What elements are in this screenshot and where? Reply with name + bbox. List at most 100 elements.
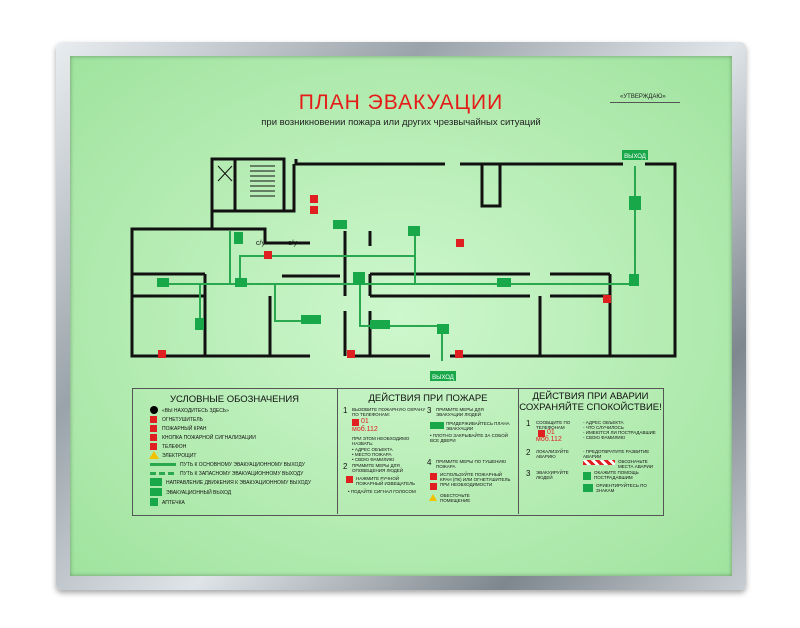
fire-step-1b: ПРИ ЭТОМ НЕОБХОДИМО НАЗВАТЬ: <box>352 436 410 446</box>
stair-block <box>210 157 286 213</box>
exit-sign-bottom-label: ВЫХОД <box>432 375 454 381</box>
fire-step-2a: НАЖМИТЕ РУЧНОЙ ПОЖАРНЫЙ ИЗВЕЩАТЕЛЬ <box>356 476 415 486</box>
fire-step-3: ПРИМИТЕ МЕРЫ ДЛЯ ЭВАКУАЦИИ ЛЮДЕЙ <box>436 407 484 417</box>
plan-subtitle: при возникновении пожара или других чрез… <box>261 117 541 128</box>
emergency-subtitle: СОХРАНЯЙТЕ СПОКОЙСТВИЕ! <box>519 402 662 413</box>
exit-sign-icon <box>150 488 162 496</box>
step-number: 1 <box>526 419 531 428</box>
legend-item: ПУТЬ К ОСНОВНОМУ ЭВАКУАЦИОННОМУ ВЫХОДУ <box>180 462 305 468</box>
legend-divider <box>337 388 338 514</box>
direction-sign <box>629 274 639 286</box>
fire-step-3b: • ПЛОТНО ЗАКРЫВАЙТЕ ЗА СОБОЙ ВСЕ ДВЕРИ <box>430 433 508 443</box>
first-aid-icon <box>150 498 158 506</box>
fire-step-4b: ОБЕСТОЧЬТЕ ПОМЕЩЕНИЕ <box>440 493 471 503</box>
direction-arrow-icon <box>150 478 162 486</box>
fire-extinguisher-icon <box>347 350 355 358</box>
emergency-tel-1: 01 <box>547 429 555 436</box>
first-aid-icon <box>583 472 591 480</box>
walls <box>130 157 677 358</box>
legend-item: ЭВАКУАЦИОННЫЙ ВЫХОД <box>166 490 232 496</box>
legend-divider <box>518 388 519 514</box>
direction-arrow-icon <box>583 484 593 492</box>
phone-icon <box>352 419 359 426</box>
legend-item: ПОЖАРНЫЙ КРАН <box>162 426 207 432</box>
direction-arrow-icon <box>430 422 444 429</box>
fire-extinguisher-icon <box>264 251 272 259</box>
legend-item: АПТЕЧКА <box>162 500 185 506</box>
step-number: 3 <box>427 406 432 415</box>
direction-sign <box>408 226 420 236</box>
emergency-step-3: ЭВАКУИРУЙТЕ ЛЮДЕЙ <box>536 470 569 480</box>
electrical-panel-icon <box>149 451 159 459</box>
alarm-button-icon <box>150 434 157 441</box>
fire-step-1c: • АДРЕС ОБЪЕКТА • МЕСТО ПОЖАРА • СВОЮ ФА… <box>352 447 395 462</box>
legend-item: КНОПКА ПОЖАРНОЙ СИГНАЛИЗАЦИИ <box>162 435 256 441</box>
emergency-step-2-details: - ПРЕДОТВРАТИТЕ РАЗВИТИЕ АВАРИИ <box>583 449 650 459</box>
emergency-step-3-help: ОКАЖИТЕ ПОМОЩЬ ПОСТРАДАВШИМ <box>594 470 639 480</box>
legend-box <box>132 388 664 516</box>
direction-sign <box>195 318 204 330</box>
direction-sign <box>629 196 641 210</box>
legend-item: ОГНЕТУШИТЕЛЬ <box>162 417 203 423</box>
fire-extinguisher-icon <box>430 483 437 490</box>
direction-sign <box>157 278 169 287</box>
legend-item: «ВЫ НАХОДИТЕСЬ ЗДЕСЬ» <box>162 408 229 414</box>
legend-item: НАПРАВЛЕНИЕ ДВИЖЕНИЯ К ЭВАКУАЦИОННОМУ ВЫ… <box>166 480 312 486</box>
step-number: 4 <box>427 458 432 467</box>
fire-hose-icon <box>430 473 437 480</box>
direction-sign <box>234 232 243 244</box>
warning-icon <box>429 494 437 501</box>
fire-extinguisher-icon <box>603 295 611 303</box>
wc-label-1: с/у <box>256 240 265 247</box>
floor-plan: ВЫХОД ВЫХОД <box>130 150 677 381</box>
fire-step-4: ПРИМИТЕ МЕРЫ ПО ТУШЕНИЮ ПОЖАРА <box>436 459 507 469</box>
stairs <box>217 165 275 197</box>
fire-extinguisher-icon <box>158 350 166 358</box>
exit-sign-top <box>622 150 648 160</box>
emergency-step-1: СООБЩИТЕ ПО ТЕЛЕФОНАМ <box>536 420 571 430</box>
direction-sign <box>497 278 511 287</box>
legend-item: ПУТЬ К ЗАПАСНОМУ ЭВАКУАЦИОННОМУ ВЫХОДУ <box>180 471 304 477</box>
reserve-route-icon <box>150 472 176 475</box>
fire-tel-2: моб.112 <box>352 426 378 433</box>
fire-step-1: ВЫЗОВИТЕ ПОЖАРНУЮ ОХРАНУ ПО ТЕЛЕФОНАМ: <box>352 407 426 417</box>
direction-sign <box>370 320 390 329</box>
fire-tel-1: 01 <box>361 418 369 425</box>
legend-item: ЭЛЕКТРОЩИТ <box>162 453 197 459</box>
fire-alarm-button-icon <box>455 350 463 358</box>
step-number: 2 <box>343 462 348 471</box>
fire-actions-title: ДЕЙСТВИЯ ПРИ ПОЖАРЕ <box>368 393 488 404</box>
fire-step-3a: ПРИДЕРЖИВАЙТЕСЬ ПЛАНА ЭВАКУАЦИИ <box>446 421 510 431</box>
emergency-tel-2: моб.112 <box>536 436 562 443</box>
direction-sign <box>353 272 365 285</box>
direction-sign <box>437 324 449 334</box>
fire-step-2b: • ПОДАЙТЕ СИГНАЛ ГОЛОСОМ <box>348 489 416 494</box>
step-number: 3 <box>526 469 531 478</box>
fire-extinguisher-icon <box>150 416 157 423</box>
approve-label: «УТВЕРЖДАЮ» <box>620 94 666 100</box>
direction-signs <box>157 196 641 334</box>
fire-extinguisher-icon <box>310 206 318 214</box>
emergency-step-1-details: - АДРЕС ОБЪЕКТА - ЧТО СЛУЧИЛОСЬ - ИМЕЮТС… <box>583 420 656 440</box>
evacuation-routes <box>162 166 636 361</box>
emergency-title: ДЕЙСТВИЯ ПРИ АВАРИИ <box>532 391 649 402</box>
plan-title: ПЛАН ЭВАКУАЦИИ <box>298 91 504 114</box>
legend-title: УСЛОВНЫЕ ОБОЗНАЧЕНИЯ <box>169 394 300 405</box>
phone-icon <box>538 430 545 437</box>
step-number: 2 <box>526 448 531 457</box>
fire-extinguisher-icon <box>310 195 318 203</box>
fire-equipment <box>158 195 611 358</box>
direction-sign <box>235 278 247 287</box>
direction-sign <box>301 315 321 324</box>
fire-step-2: ПРИМИТЕ МЕРЫ ДЛЯ ОПОВЕЩЕНИЯ ЛЮДЕЙ <box>352 463 404 473</box>
exit-sign-bottom <box>430 371 456 381</box>
you-are-here-icon <box>150 406 158 414</box>
emergency-step-2-mark: ОБОЗНАЧЬТЕ МЕСТА АВАРИИ <box>618 459 654 469</box>
main-route-icon <box>150 463 176 466</box>
step-number: 1 <box>343 406 348 415</box>
legend-item: ТЕЛЕФОН <box>162 444 187 450</box>
phone-icon <box>150 443 157 450</box>
exit-sign-top-label: ВЫХОД <box>624 154 646 160</box>
emergency-step-2: ЛОКАЛИЗУЙТЕ АВАРИЮ <box>536 449 569 459</box>
emergency-step-3-signs: ОРИЕНТИРУЙТЕСЬ ПО ЗНАКАМ <box>596 483 647 493</box>
